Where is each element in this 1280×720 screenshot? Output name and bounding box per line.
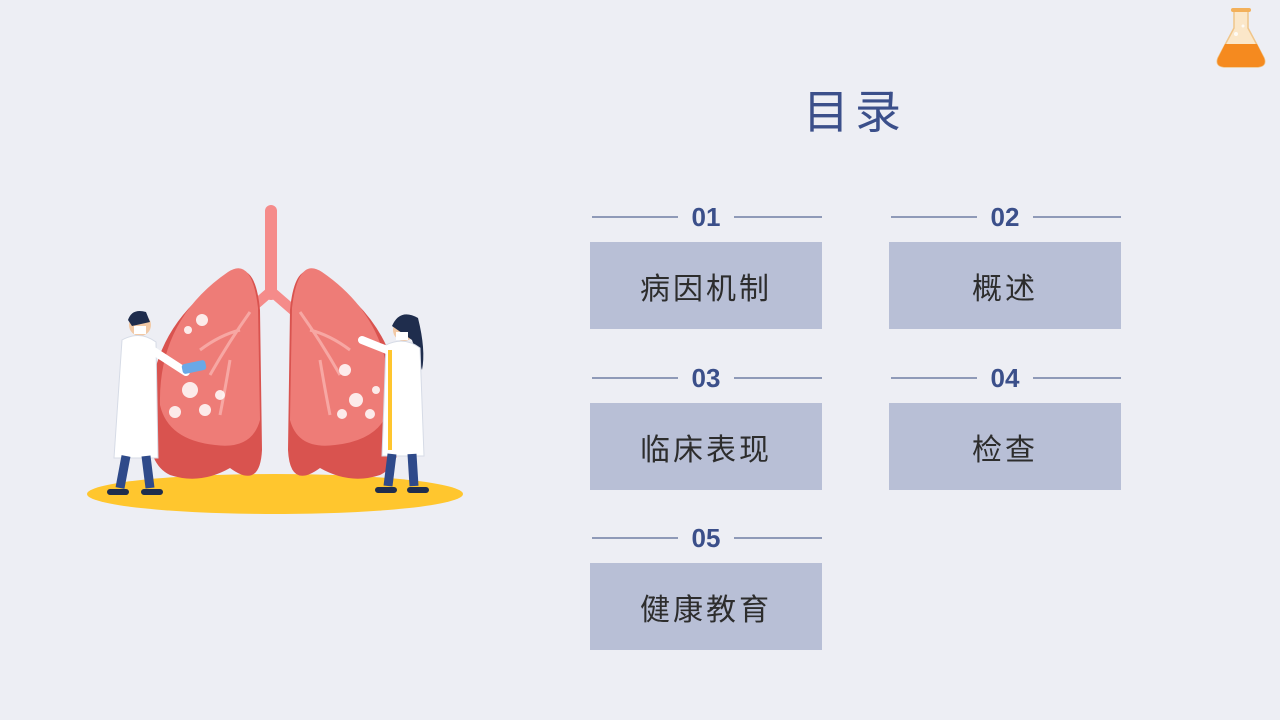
divider-line (1033, 216, 1121, 218)
toc-item-label[interactable]: 检查 (889, 403, 1121, 490)
toc-item-label[interactable]: 健康教育 (590, 563, 822, 650)
toc-item-1[interactable]: 01 病因机制 (590, 202, 822, 329)
toc-item-header: 05 (590, 523, 822, 553)
divider-line (592, 537, 678, 539)
toc-item-2[interactable]: 02 概述 (889, 202, 1121, 329)
toc-item-number: 01 (691, 202, 721, 232)
toc-item-header: 02 (889, 202, 1121, 232)
toc-item-header: 04 (889, 363, 1121, 393)
toc-item-3[interactable]: 03 临床表现 (590, 363, 822, 490)
divider-line (1033, 377, 1121, 379)
toc-item-header: 01 (590, 202, 822, 232)
toc-item-header: 03 (590, 363, 822, 393)
divider-line (891, 216, 977, 218)
divider-line (592, 377, 678, 379)
toc-item-label[interactable]: 病因机制 (590, 242, 822, 329)
lungs-doctors-illustration (87, 205, 463, 514)
divider-line (891, 377, 977, 379)
toc-item-label[interactable]: 概述 (889, 242, 1121, 329)
toc-item-number: 04 (990, 363, 1020, 393)
divider-line (734, 537, 822, 539)
toc-item-number: 05 (691, 523, 721, 553)
page-title: 目录 (803, 85, 907, 139)
divider-line (734, 377, 822, 379)
toc-item-5[interactable]: 05 健康教育 (590, 523, 822, 650)
toc-item-number: 03 (691, 363, 721, 393)
flask-icon (1216, 8, 1266, 68)
toc-item-4[interactable]: 04 检查 (889, 363, 1121, 490)
toc-item-label[interactable]: 临床表现 (590, 403, 822, 490)
divider-line (734, 216, 822, 218)
divider-line (592, 216, 678, 218)
toc-item-number: 02 (990, 202, 1020, 232)
